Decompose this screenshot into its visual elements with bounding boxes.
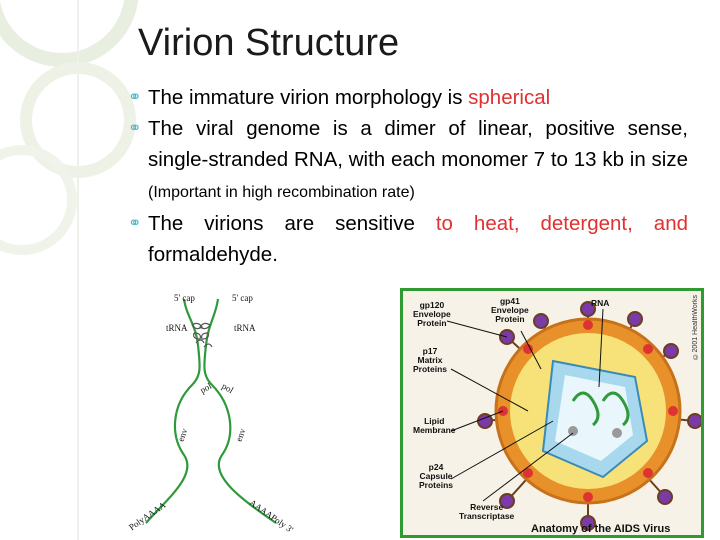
rna-dimer-drawing [145, 298, 277, 524]
virus-drawing [446, 301, 701, 531]
note-text: (Important in high recombination rate) [148, 184, 415, 201]
highlight-text: to heat, detergent, and [435, 212, 688, 235]
rna-label: RNA [591, 298, 610, 308]
rna-dimer-figure: 5' cap 5' cap tRNA tRNA pol pol env env … [126, 285, 316, 537]
bullet-list: ⚭ The immature virion morphology is sphe… [128, 82, 688, 270]
copyright-text: ©2001 HealthWorks [692, 295, 699, 360]
cap-label: 5' cap [232, 293, 253, 303]
highlight-text: spherical [468, 86, 551, 109]
slide-title: Virion Structure [138, 22, 400, 64]
bullet-item: ⚭ The virions are sensitive to heat, det… [128, 208, 688, 270]
bullet-item: ⚭ The viral genome is a dimer of linear,… [128, 113, 688, 208]
bullet-marker-icon: ⚭ [128, 215, 142, 232]
figure-caption: Anatomy of the AIDS Virus [531, 523, 671, 535]
bullet-marker-icon: ⚭ [128, 120, 142, 137]
bullet-marker-icon: ⚭ [128, 89, 142, 106]
trna-label: tRNA [234, 323, 256, 333]
bullet-item: ⚭ The immature virion morphology is sphe… [128, 82, 688, 113]
cap-label: 5' cap [174, 293, 195, 303]
trna-label: tRNA [166, 323, 188, 333]
